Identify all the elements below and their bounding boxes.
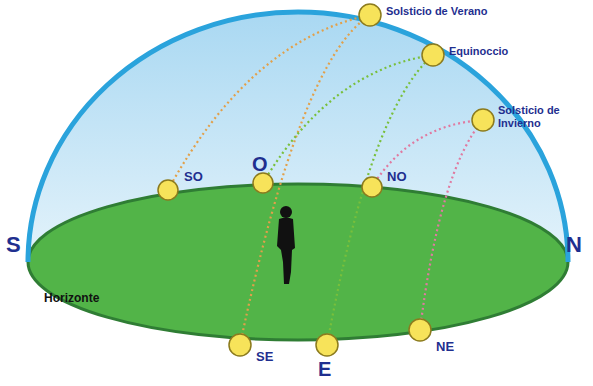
horizon-label: Horizonte xyxy=(44,292,99,306)
direction-label: E xyxy=(318,358,331,381)
direction-label: S xyxy=(6,232,21,257)
equinox-path xyxy=(263,55,433,183)
direction-label: SE xyxy=(256,350,273,365)
season-label: Solsticio de Verano xyxy=(386,5,487,18)
direction-label: NO xyxy=(387,170,407,185)
direction-label: N xyxy=(566,232,582,257)
summer-path xyxy=(168,15,370,190)
winter-path xyxy=(372,120,483,187)
direction-label: NE xyxy=(436,340,454,355)
person-silhouette xyxy=(277,206,295,284)
winter-path xyxy=(420,120,483,330)
equinox-path xyxy=(327,55,433,345)
season-label: Solsticio de Invierno xyxy=(498,104,568,129)
sun-markers xyxy=(158,4,494,356)
dome-outline xyxy=(28,12,568,262)
direction-label: O xyxy=(252,153,268,176)
direction-label: SO xyxy=(184,170,203,185)
horizon-ground xyxy=(28,184,568,340)
summer-path xyxy=(240,15,370,345)
season-label: Equinoccio xyxy=(449,45,508,58)
